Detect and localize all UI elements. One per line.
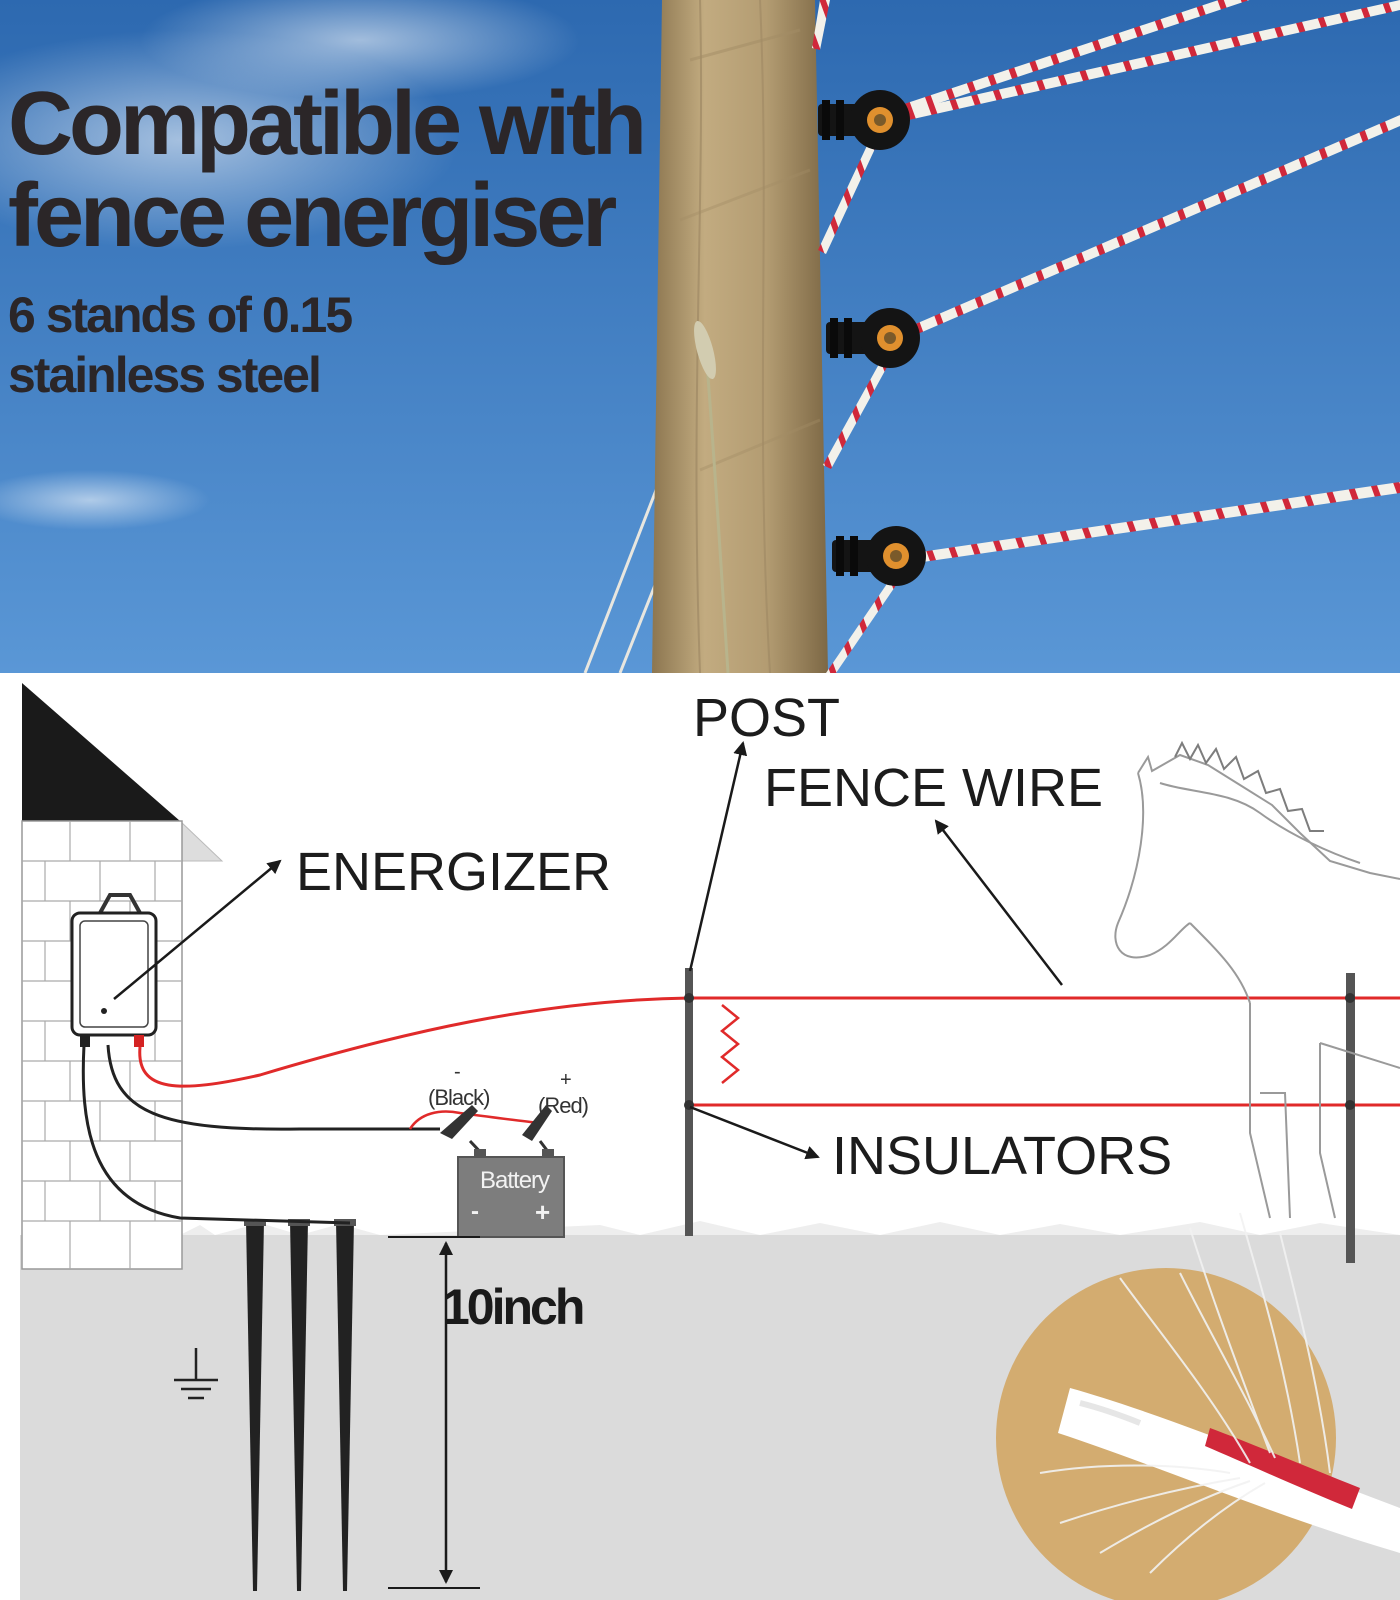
- fence-post-far: [1346, 973, 1355, 1263]
- battery-minus-mark: -: [471, 1198, 479, 1225]
- depth-dimension: [388, 1236, 480, 1589]
- battery-plus-mark: +: [535, 1197, 551, 1227]
- installation-diagram: POST FENCE WIRE ENERGIZER INSULATORS 10i…: [0, 673, 1400, 1600]
- rope: [880, 0, 1250, 122]
- rope: [880, 0, 1400, 126]
- insulators-label: INSULATORS: [832, 1126, 1173, 1186]
- wooden-post: [652, 0, 828, 673]
- insulator: [684, 993, 694, 1003]
- cloud: [0, 470, 210, 530]
- depth-label: 10inch: [442, 1279, 585, 1335]
- post-label: POST: [693, 688, 841, 748]
- rope-left: [583, 479, 662, 673]
- house-icon: [21, 683, 224, 1270]
- fence-wire-arrow: [934, 819, 1063, 986]
- polytape-closeup: [996, 1212, 1400, 1600]
- cloud: [140, 0, 580, 100]
- ground-symbol-icon: [174, 1348, 218, 1400]
- red-terminal-label: (Red): [538, 1093, 589, 1118]
- fence-wire-label: FENCE WIRE: [764, 758, 1104, 818]
- ground-stake-icon: [244, 1219, 356, 1591]
- insulator-middle: [826, 308, 920, 368]
- post-arrow: [688, 741, 748, 972]
- subheadline-line-2: stainless steel: [8, 347, 322, 403]
- battery-label: Battery: [480, 1167, 550, 1194]
- rope: [890, 115, 1400, 345]
- insulators-arrow: [689, 1105, 820, 1160]
- installation-diagram-art: [20, 683, 1400, 1600]
- fence-post-photo-art: [0, 0, 1400, 673]
- black-terminal-sign: -: [454, 1061, 461, 1083]
- headline-line-2: fence energiser: [8, 166, 617, 266]
- rope: [823, 355, 892, 469]
- rope: [826, 575, 901, 673]
- energizer-label: ENERGIZER: [296, 842, 612, 902]
- subheadline-line-1: 6 stands of 0.15: [8, 287, 353, 343]
- black-terminal-label: (Black): [428, 1085, 490, 1110]
- ground-wire: [81, 1044, 351, 1225]
- fence-post-photo: Compatible with fence energiser 6 stands…: [0, 0, 1400, 673]
- insulator-bottom: [832, 526, 926, 586]
- fence-wire-top: [138, 996, 1400, 1088]
- battery-wire: [106, 1044, 440, 1131]
- rope: [900, 482, 1400, 565]
- energizer-arrow: [113, 859, 282, 1000]
- headline-line-1: Compatible with: [8, 74, 647, 174]
- rope: [818, 135, 880, 254]
- battery-icon: [457, 1149, 565, 1238]
- insulator-top: [818, 90, 910, 150]
- energizer-box-icon: [70, 893, 158, 1047]
- horse-illustration: [1114, 753, 1400, 1219]
- red-terminal-sign: +: [560, 1069, 572, 1091]
